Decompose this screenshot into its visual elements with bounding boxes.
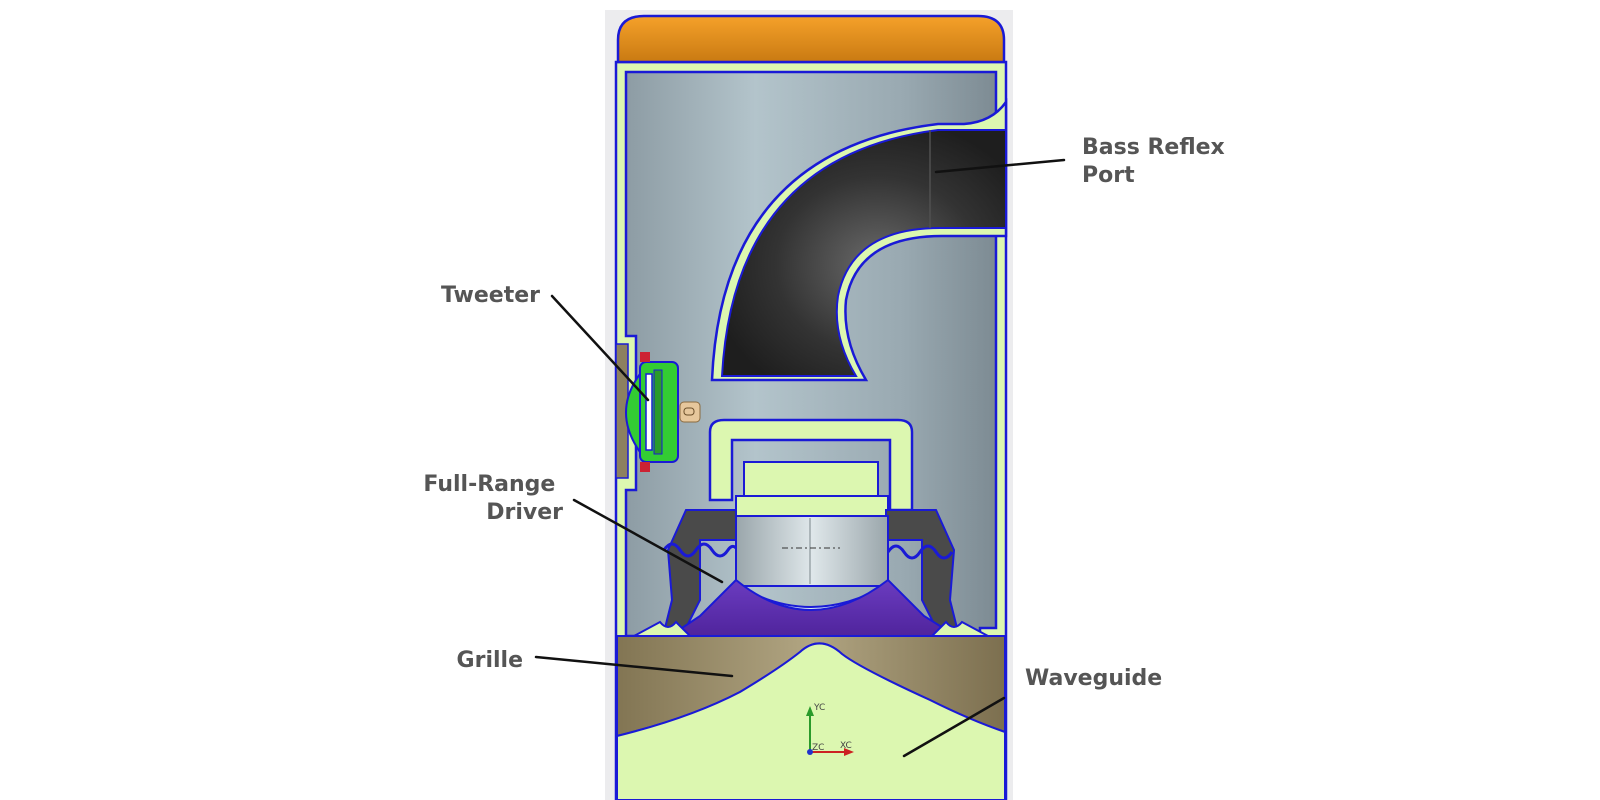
axis-label-depth: ZC xyxy=(812,743,824,753)
label-full-range-driver-line-2: Driver xyxy=(486,500,563,525)
leader-waveguide xyxy=(902,696,1006,758)
top-cap xyxy=(616,14,1006,64)
leader-lines xyxy=(534,158,1066,758)
driver-pole-piece xyxy=(743,461,879,499)
leader-tweeter xyxy=(550,294,650,402)
driver-magnet xyxy=(735,515,889,587)
driver-top-plate xyxy=(735,495,889,517)
driver-surround-left xyxy=(662,542,738,558)
label-tweeter: Tweeter xyxy=(441,283,540,308)
driver-cone xyxy=(668,578,958,649)
leader-grille xyxy=(534,655,734,678)
axis-label-vertical: YC xyxy=(813,703,825,713)
label-bass-reflex-port: Bass Reflex Port xyxy=(1082,135,1232,188)
label-waveguide: Waveguide xyxy=(1025,666,1162,691)
label-grille-line-1: Grille xyxy=(457,648,523,673)
label-bass-reflex-port-line-1: Bass Reflex xyxy=(1082,135,1225,160)
label-full-range-driver: Full-Range Driver xyxy=(423,472,563,525)
label-full-range-driver-line-1: Full-Range xyxy=(423,472,555,497)
axis-label-horizontal: XC xyxy=(840,741,852,751)
label-grille: Grille xyxy=(457,648,523,673)
bass-reflex-port-tube xyxy=(720,129,1007,377)
axis-triad: YC XC ZC xyxy=(806,703,854,756)
label-bass-reflex-port-line-2: Port xyxy=(1082,163,1135,188)
label-waveguide-line-1: Waveguide xyxy=(1025,666,1162,691)
label-tweeter-line-1: Tweeter xyxy=(441,283,540,308)
driver-surround-right xyxy=(886,544,954,560)
leader-full-range-driver xyxy=(572,498,724,584)
leader-bass-reflex-port xyxy=(934,158,1066,174)
tweeter-assembly xyxy=(615,343,701,479)
